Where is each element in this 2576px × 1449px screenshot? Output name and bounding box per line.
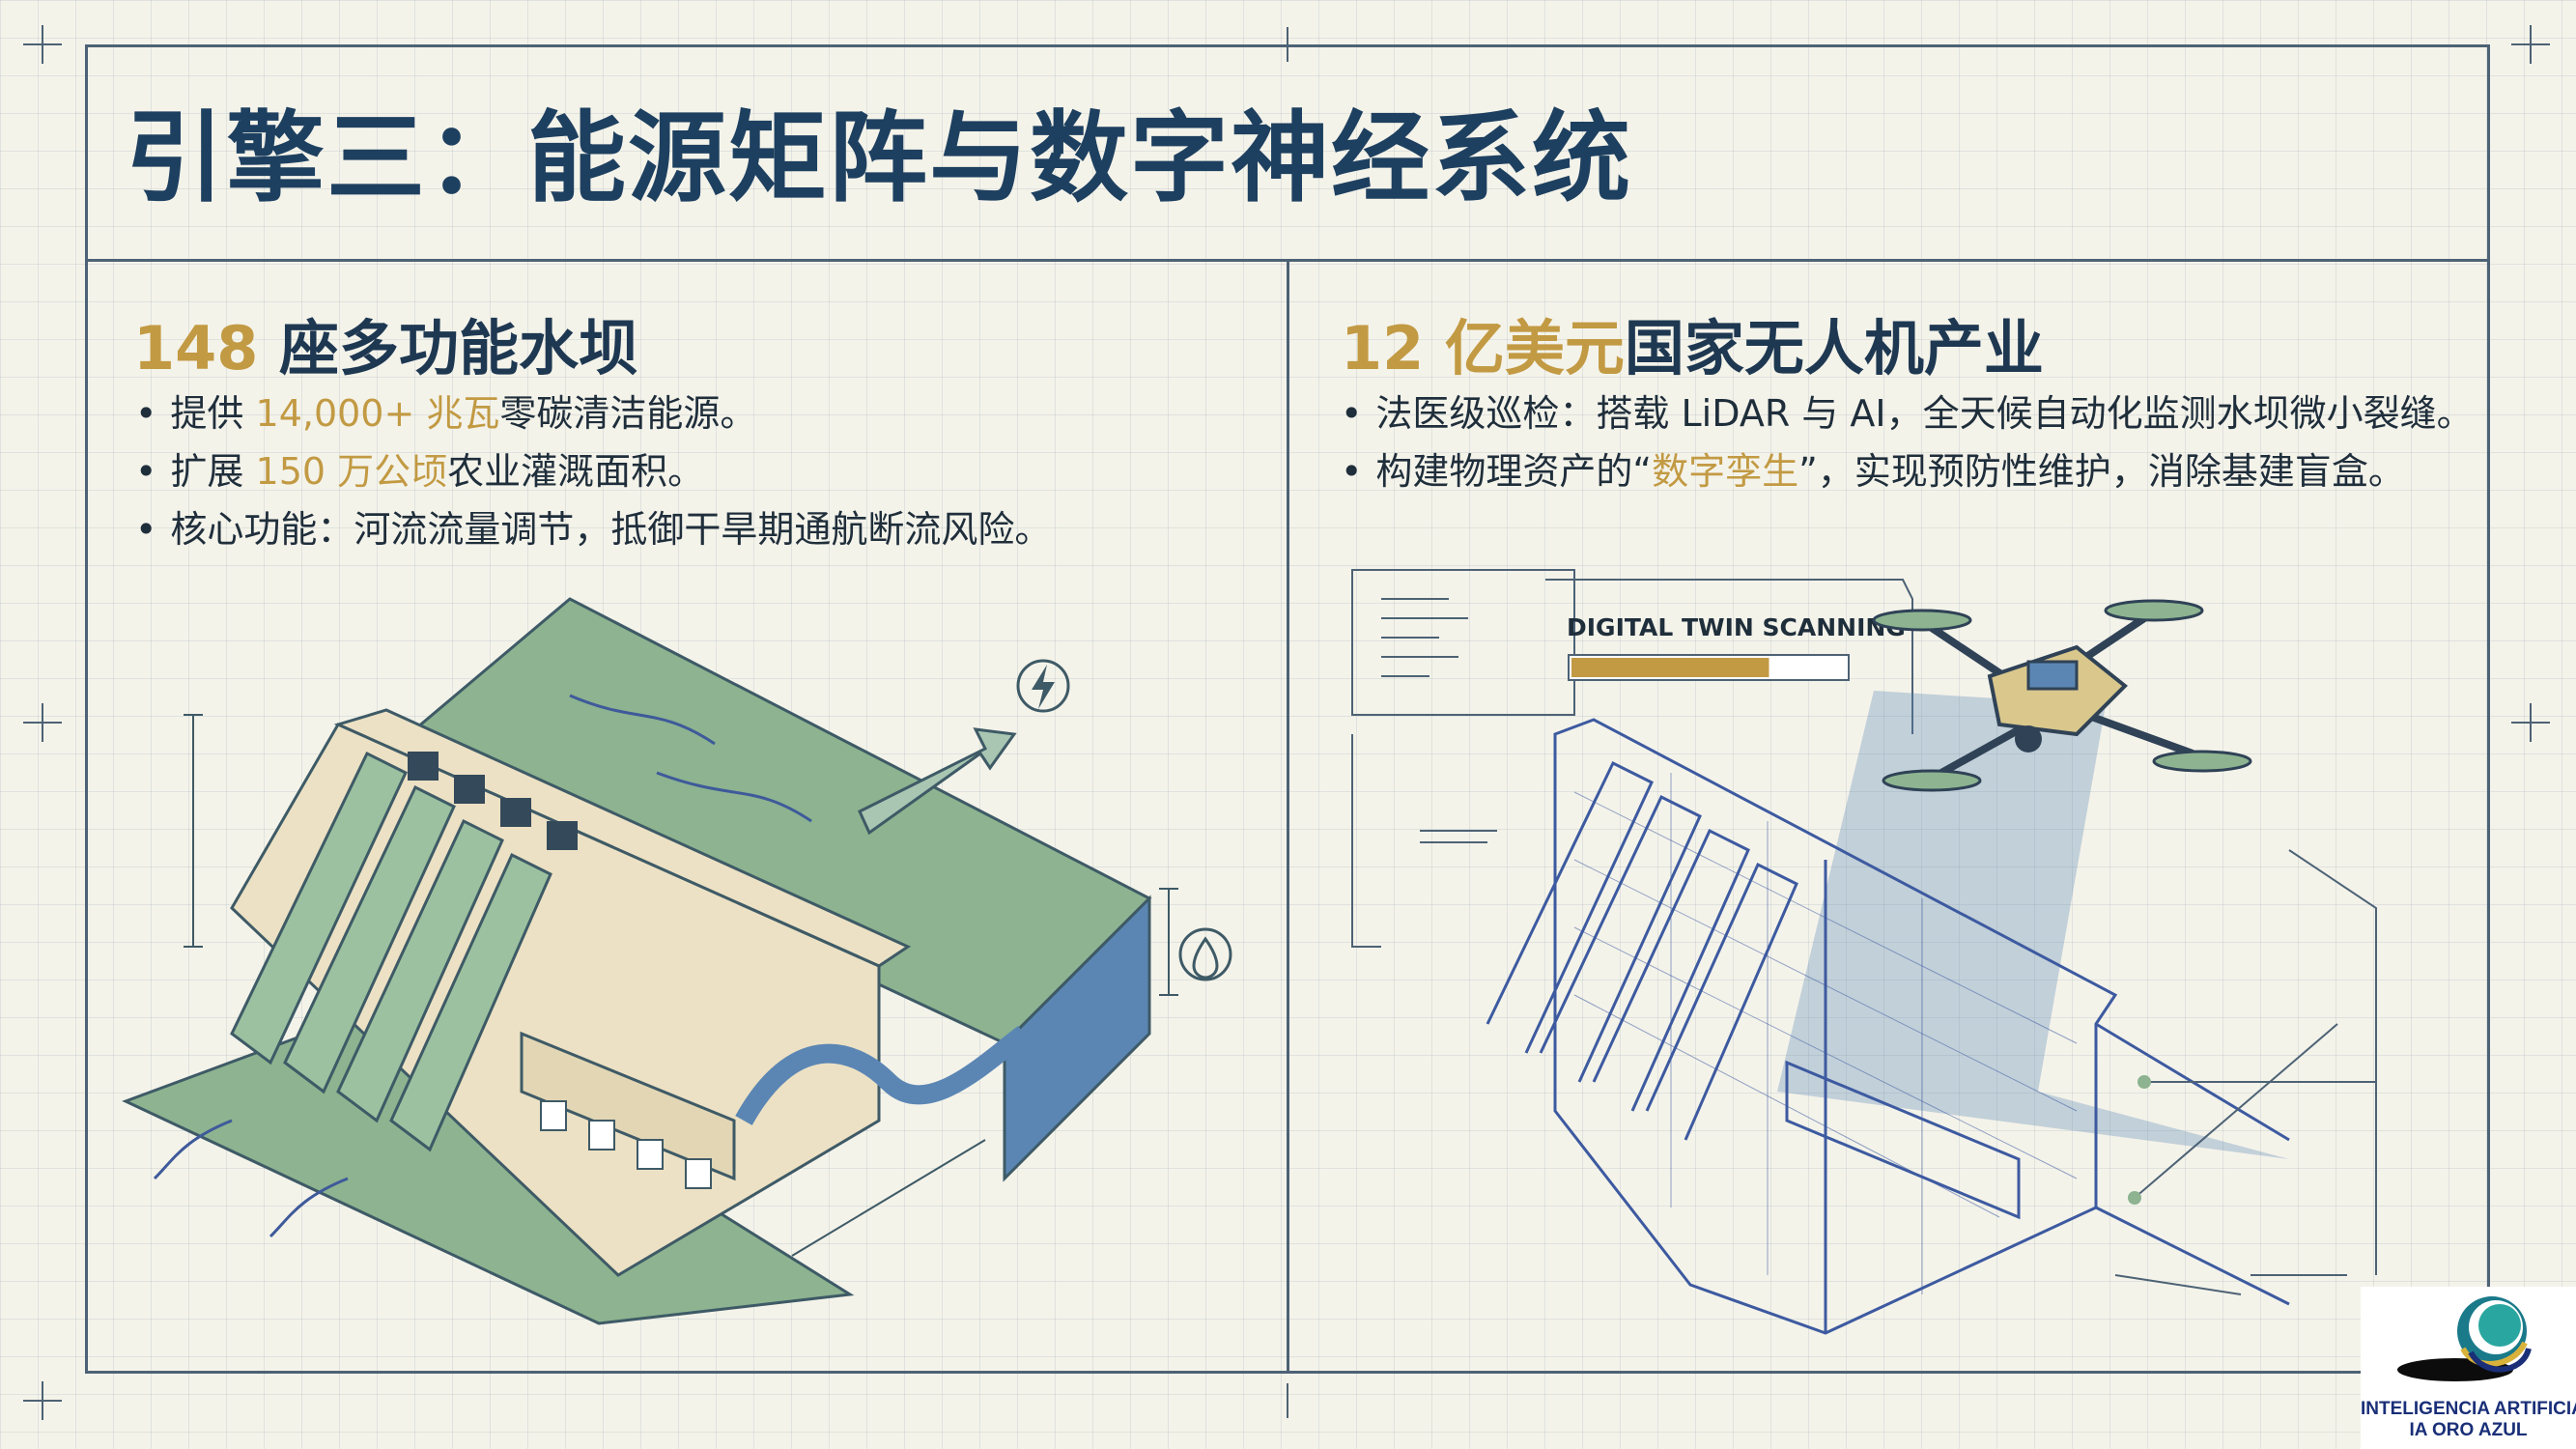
callout-nodes — [2128, 1075, 2151, 1205]
dimension-lines — [184, 714, 1178, 1257]
column-divider — [1287, 259, 1289, 1374]
penstock-pipe — [735, 1026, 1031, 1125]
side-mark-right — [2511, 703, 2550, 742]
corner-mark-top-right — [2511, 25, 2550, 64]
right-heading-amount: 12 亿美元 — [1341, 313, 1625, 384]
brand-logo: INTELIGENCIA ARTIFICIAL IA ORO AZUL — [2361, 1287, 2576, 1449]
corner-mark-bottom-left — [23, 1381, 62, 1420]
left-bullet-list: 提供 14,000+ 兆瓦零碳清洁能源。 扩展 150 万公顷农业灌溉面积。 核… — [135, 384, 1051, 558]
callout-lines — [1420, 830, 2377, 1295]
water-drop-icon — [1178, 927, 1232, 981]
spillway-gates — [408, 752, 578, 850]
page-title: 引擎三：能源矩阵与数字神经系统 — [126, 101, 1632, 216]
logo-line-2: IA ORO AZUL — [2409, 1420, 2528, 1440]
left-bullet-energy: 提供 14,000+ 兆瓦零碳清洁能源。 — [135, 384, 1051, 442]
lidar-beam — [1777, 691, 2289, 1159]
wireframe-mesh — [1573, 773, 2078, 1294]
right-bullet-list: 法医级巡检：搭载 LiDAR 与 AI，全天候自动化监测水坝微小裂缝。 构建物理… — [1341, 384, 2474, 500]
left-bullet-core-function: 核心功能：河流流量调节，抵御干旱期通航断流风险。 — [135, 500, 1051, 558]
bottom-center-tick — [1287, 1383, 1288, 1418]
energy-arrow — [858, 727, 1017, 836]
turbine-outlets — [540, 1100, 712, 1189]
flow-arrows — [153, 694, 812, 1238]
right-heading: 12 亿美元国家无人机产业 — [1341, 299, 2044, 386]
drone-icon — [1872, 599, 2252, 792]
spillway-channels — [230, 751, 552, 1152]
scan-label: DIGITAL TWIN SCANNING — [1567, 613, 1906, 641]
left-bullet-irrigation: 扩展 150 万公顷农业灌溉面积。 — [135, 442, 1051, 500]
left-heading-number: 148 — [133, 313, 259, 384]
hud-data-panel — [1351, 569, 1575, 948]
logo-line-1: INTELIGENCIA ARTIFICIAL — [2361, 1399, 2576, 1419]
left-heading: 148 座多功能水坝 — [133, 299, 638, 386]
dam-illustration — [122, 597, 1232, 1325]
powerhouse — [520, 1031, 736, 1181]
right-bullet-digital-twin: 构建物理资产的“数字孪生”，实现预防性维护，消除基建盲盒。 — [1341, 442, 2474, 500]
scan-bracket — [1545, 579, 1913, 734]
top-center-tick — [1287, 27, 1288, 62]
right-bullet-inspection: 法医级巡检：搭载 LiDAR 与 AI，全天候自动化监测水坝微小裂缝。 — [1341, 384, 2473, 442]
side-mark-left — [23, 703, 62, 742]
right-heading-text: 国家无人机产业 — [1624, 313, 2044, 384]
digital-twin-illustration: DIGITAL TWIN SCANNING — [1351, 569, 2377, 1335]
scan-progress-fill — [1571, 658, 1769, 677]
left-heading-text: 座多功能水坝 — [258, 313, 639, 384]
reservoir-front — [1003, 895, 1151, 1182]
corner-mark-top-left — [23, 25, 62, 64]
lightning-icon — [1016, 659, 1070, 713]
logo-globe-icon — [2397, 1296, 2532, 1381]
